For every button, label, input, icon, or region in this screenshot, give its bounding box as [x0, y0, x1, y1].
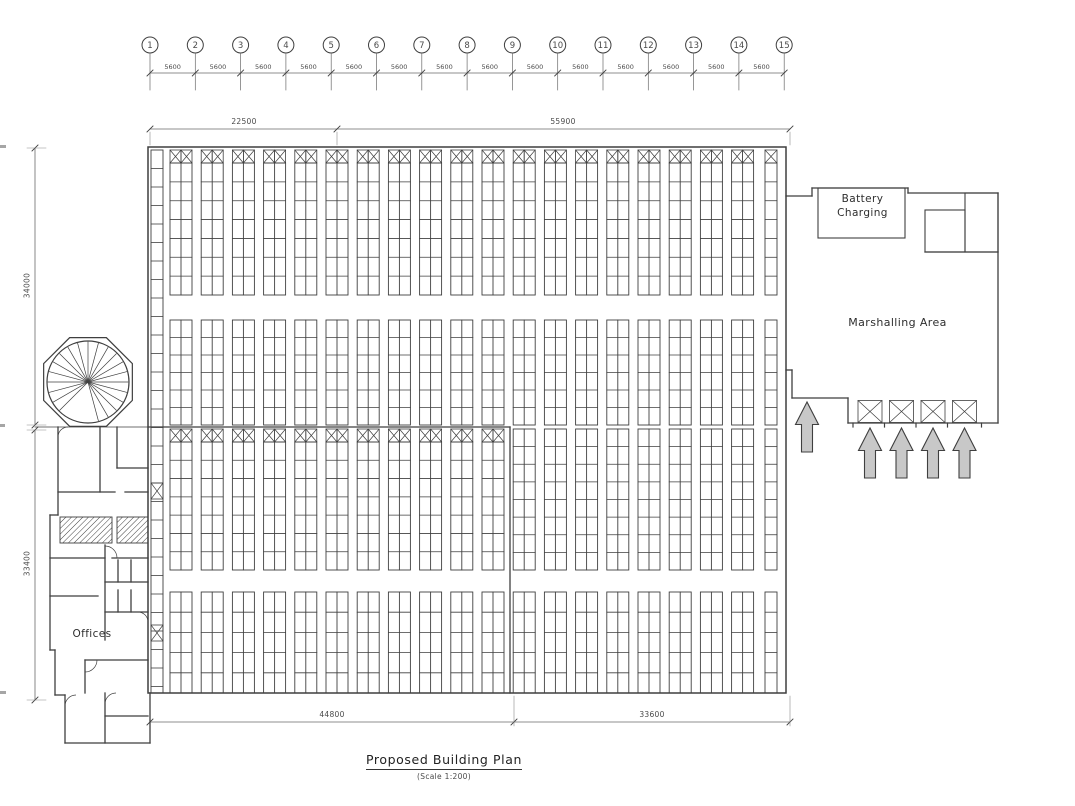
dock-doors	[852, 400, 983, 428]
svg-text:6: 6	[374, 41, 379, 51]
up-arrow-icon	[920, 426, 946, 479]
dimension-bottom-right: 33600	[639, 710, 665, 719]
svg-text:1: 1	[147, 41, 152, 51]
up-arrow-icon	[794, 400, 820, 453]
svg-text:7: 7	[419, 41, 424, 51]
svg-text:8: 8	[464, 41, 469, 51]
spiral-stair	[43, 337, 133, 427]
svg-text:14: 14	[733, 41, 744, 51]
svg-text:5600: 5600	[436, 63, 453, 71]
svg-text:5600: 5600	[255, 63, 272, 71]
svg-text:10: 10	[552, 41, 563, 51]
svg-text:5600: 5600	[346, 63, 363, 71]
drawing-scale: (Scale 1:200)	[417, 772, 471, 781]
svg-text:5600: 5600	[663, 63, 680, 71]
battery-charging-label-line2: Charging	[837, 207, 888, 219]
drawing-title-block: Proposed Building Plan (Scale 1:200)	[319, 749, 569, 781]
dimension-top-left: 22500	[231, 117, 257, 126]
building-walls	[0, 145, 999, 744]
dimension-left-upper: 34000	[22, 272, 32, 299]
dimension-top-right: 55900	[550, 117, 576, 126]
dimension-bottom-left: 44800	[319, 710, 345, 719]
svg-text:5600: 5600	[572, 63, 589, 71]
svg-text:5600: 5600	[210, 63, 227, 71]
svg-text:5: 5	[328, 41, 333, 51]
svg-text:2: 2	[193, 41, 198, 51]
dimension-left-lower: 33400	[22, 550, 32, 577]
svg-text:5600: 5600	[164, 63, 181, 71]
traffic-arrows	[794, 400, 977, 479]
svg-text:5600: 5600	[753, 63, 770, 71]
up-arrow-icon	[889, 426, 914, 479]
offices-label: Offices	[72, 628, 112, 640]
svg-text:5600: 5600	[527, 63, 544, 71]
svg-text:4: 4	[283, 41, 288, 51]
up-arrow-icon	[857, 426, 883, 479]
marshalling-area-label: Marshalling Area	[848, 316, 947, 329]
up-arrow-icon	[952, 426, 977, 479]
drawing-title: Proposed Building Plan	[366, 752, 522, 770]
pallet-racking	[150, 149, 778, 694]
svg-text:3: 3	[238, 41, 243, 51]
svg-text:12: 12	[643, 41, 654, 51]
svg-text:11: 11	[598, 41, 609, 51]
svg-text:9: 9	[510, 41, 515, 51]
svg-text:5600: 5600	[481, 63, 498, 71]
svg-text:13: 13	[688, 41, 699, 51]
svg-text:5600: 5600	[617, 63, 634, 71]
dimension-lines	[26, 125, 794, 727]
svg-text:5600: 5600	[391, 63, 408, 71]
svg-text:5600: 5600	[708, 63, 725, 71]
svg-text:15: 15	[779, 41, 790, 51]
svg-text:5600: 5600	[300, 63, 317, 71]
battery-charging-label-line1: Battery	[841, 193, 884, 205]
